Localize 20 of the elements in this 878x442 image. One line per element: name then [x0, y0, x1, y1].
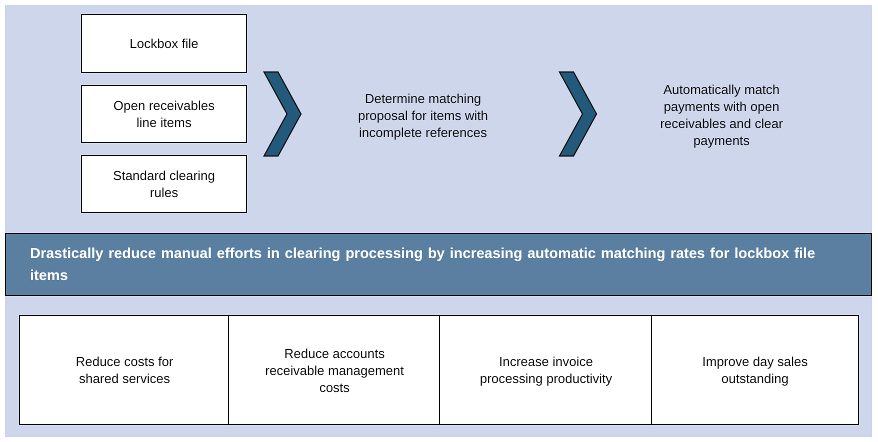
chevron-arrow	[558, 71, 598, 157]
node-text: Automatically match payments with open receivables and clear payments	[659, 81, 784, 149]
node-text: Reduce accounts receivable management costs	[264, 344, 405, 396]
goal-banner	[5, 233, 872, 296]
node-text: Improve day sales outstanding	[701, 353, 809, 387]
input-box	[81, 85, 247, 143]
benefit-cell	[651, 315, 859, 425]
node-text: Reduce costs for shared services	[74, 353, 174, 387]
benefit-cell	[19, 315, 230, 425]
node-text: Lockbox file	[130, 35, 198, 52]
node-text: Increase invoice processing productivity	[478, 353, 614, 387]
goal-text: Drastically reduce manual efforts in clearing processing by increasing automatic matching rates for lockbox file items	[30, 244, 816, 286]
benefit-cell	[439, 315, 653, 425]
chevron-arrow	[262, 71, 302, 157]
node-text: Standard clearing rules	[112, 167, 216, 201]
node-text: Determine matching proposal for items with incomplete references	[356, 90, 490, 140]
node-text: Open receivables line items	[112, 97, 216, 131]
input-box	[81, 155, 247, 213]
benefit-cell	[228, 315, 441, 425]
input-box	[81, 14, 247, 73]
